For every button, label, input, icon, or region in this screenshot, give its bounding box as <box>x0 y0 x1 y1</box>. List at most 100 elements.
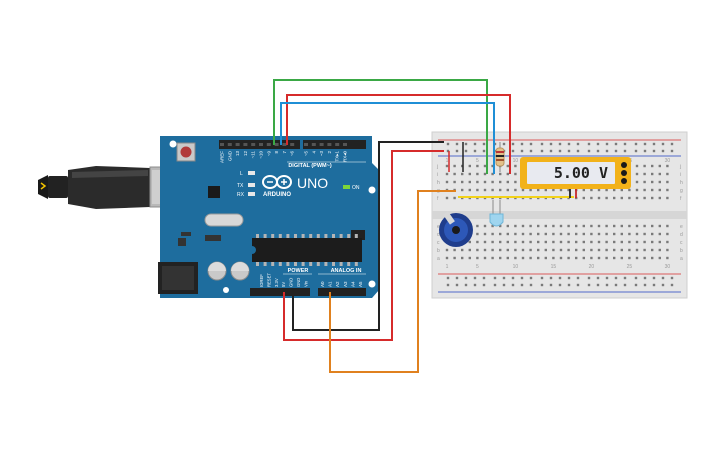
bb-hole[interactable] <box>491 256 494 260</box>
reset-button[interactable] <box>176 142 196 162</box>
rail-hole[interactable] <box>520 149 524 153</box>
rail-hole[interactable] <box>623 283 627 287</box>
bb-hole[interactable] <box>590 248 593 252</box>
bb-hole[interactable] <box>445 248 449 252</box>
rail-hole[interactable] <box>529 142 533 146</box>
rail-hole[interactable] <box>652 142 656 146</box>
bb-hole[interactable] <box>567 224 570 228</box>
bb-hole[interactable] <box>651 256 654 260</box>
bb-hole[interactable] <box>635 196 639 200</box>
bb-hole[interactable] <box>575 240 578 244</box>
rail-hole[interactable] <box>614 142 618 146</box>
rail-hole[interactable] <box>661 283 665 287</box>
bb-hole[interactable] <box>537 240 540 244</box>
bb-hole[interactable] <box>483 248 487 252</box>
bb-hole[interactable] <box>445 256 449 260</box>
rail-hole[interactable] <box>502 142 506 146</box>
bb-hole[interactable] <box>605 256 608 260</box>
bb-hole[interactable] <box>491 188 494 192</box>
bb-hole[interactable] <box>491 164 494 168</box>
rail-hole[interactable] <box>567 276 571 280</box>
bb-hole[interactable] <box>651 172 654 176</box>
bb-hole[interactable] <box>552 240 555 244</box>
bb-hole[interactable] <box>506 188 509 192</box>
bb-hole[interactable] <box>628 188 631 192</box>
bb-hole[interactable] <box>537 232 540 236</box>
rail-hole[interactable] <box>511 283 515 287</box>
bb-hole[interactable] <box>544 248 547 252</box>
bb-hole[interactable] <box>666 172 669 176</box>
header-pin[interactable] <box>266 143 271 146</box>
bb-hole[interactable] <box>521 240 525 244</box>
rail-hole[interactable] <box>482 283 486 287</box>
bb-hole[interactable] <box>544 188 547 192</box>
rail-hole[interactable] <box>652 149 656 153</box>
rail-hole[interactable] <box>520 276 524 280</box>
rail-hole[interactable] <box>643 276 647 280</box>
bb-hole[interactable] <box>658 164 661 168</box>
header-pin[interactable] <box>335 143 340 146</box>
rail-hole[interactable] <box>529 276 533 280</box>
rail-hole[interactable] <box>576 149 580 153</box>
bb-hole[interactable] <box>491 232 494 236</box>
header-pin[interactable] <box>274 143 279 146</box>
bb-hole[interactable] <box>628 240 631 244</box>
bb-hole[interactable] <box>643 232 646 236</box>
bb-hole[interactable] <box>613 196 616 200</box>
rail-hole[interactable] <box>446 142 450 146</box>
bb-hole[interactable] <box>483 164 487 168</box>
bb-hole[interactable] <box>483 256 487 260</box>
analog-header[interactable] <box>318 288 366 296</box>
rail-hole[interactable] <box>446 149 450 153</box>
bb-hole[interactable] <box>666 188 669 192</box>
bb-hole[interactable] <box>575 256 578 260</box>
bb-hole[interactable] <box>514 256 517 260</box>
bb-hole[interactable] <box>506 224 509 228</box>
rail-hole[interactable] <box>670 149 674 153</box>
bb-hole[interactable] <box>628 224 631 228</box>
bb-hole[interactable] <box>597 240 601 244</box>
rail-hole[interactable] <box>529 283 533 287</box>
header-pin[interactable] <box>243 143 248 146</box>
bb-hole[interactable] <box>575 224 578 228</box>
bb-hole[interactable] <box>643 248 646 252</box>
rail-hole[interactable] <box>511 149 515 153</box>
bb-hole[interactable] <box>643 172 646 176</box>
bb-hole[interactable] <box>635 224 639 228</box>
bb-hole[interactable] <box>514 172 517 176</box>
bb-hole[interactable] <box>499 188 502 192</box>
bb-hole[interactable] <box>635 180 639 184</box>
bb-hole[interactable] <box>476 232 479 236</box>
header-pin[interactable] <box>290 143 295 146</box>
bb-hole[interactable] <box>567 248 570 252</box>
bb-hole[interactable] <box>613 232 616 236</box>
bb-hole[interactable] <box>483 172 487 176</box>
bb-hole[interactable] <box>468 256 471 260</box>
rail-hole[interactable] <box>634 142 638 146</box>
rail-hole[interactable] <box>643 149 647 153</box>
bb-hole[interactable] <box>582 248 585 252</box>
bb-hole[interactable] <box>453 172 456 176</box>
bb-hole[interactable] <box>597 256 601 260</box>
bb-hole[interactable] <box>628 248 631 252</box>
rail-hole[interactable] <box>464 283 468 287</box>
bb-hole[interactable] <box>643 240 646 244</box>
bb-hole[interactable] <box>499 232 502 236</box>
bb-hole[interactable] <box>468 188 471 192</box>
bb-hole[interactable] <box>453 196 456 200</box>
bb-hole[interactable] <box>506 240 509 244</box>
bb-hole[interactable] <box>506 164 509 168</box>
rail-hole[interactable] <box>670 283 674 287</box>
rail-hole[interactable] <box>493 276 497 280</box>
bb-hole[interactable] <box>461 180 464 184</box>
wire-red-top[interactable] <box>286 94 511 174</box>
bb-hole[interactable] <box>643 180 646 184</box>
rail-hole[interactable] <box>567 142 571 146</box>
bb-hole[interactable] <box>514 180 517 184</box>
bb-hole[interactable] <box>544 256 547 260</box>
power-jack[interactable] <box>158 262 198 294</box>
rail-hole[interactable] <box>549 149 553 153</box>
bb-hole[interactable] <box>491 240 494 244</box>
rail-hole[interactable] <box>549 276 553 280</box>
